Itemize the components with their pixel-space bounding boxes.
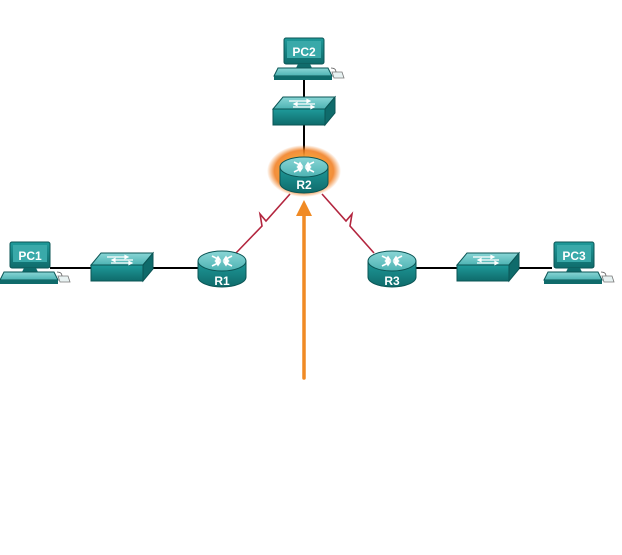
switch-top	[272, 96, 336, 126]
pc-pc2: PC2	[273, 37, 345, 81]
switch-right	[456, 252, 520, 282]
pc-pc3: PC3	[543, 241, 615, 285]
pc-pc1: PC1	[0, 241, 71, 285]
pointer-arrow	[296, 200, 312, 380]
router-r3: R3	[367, 250, 417, 288]
router-r2: R2	[279, 156, 329, 194]
serial-link-r2-r3	[321, 193, 375, 254]
pc-pc3-label: PC3	[562, 249, 586, 263]
serial-link-r1-r2	[235, 193, 291, 254]
router-r1-label: R1	[214, 274, 230, 288]
pc-pc1-label: PC1	[18, 249, 42, 263]
router-r1: R1	[197, 250, 247, 288]
ethernet-links	[50, 80, 552, 269]
pc-pc2-label: PC2	[292, 45, 316, 59]
router-r2-label: R2	[296, 178, 312, 192]
router-r3-label: R3	[384, 274, 400, 288]
serial-links	[235, 193, 375, 254]
switch-left	[90, 252, 154, 282]
